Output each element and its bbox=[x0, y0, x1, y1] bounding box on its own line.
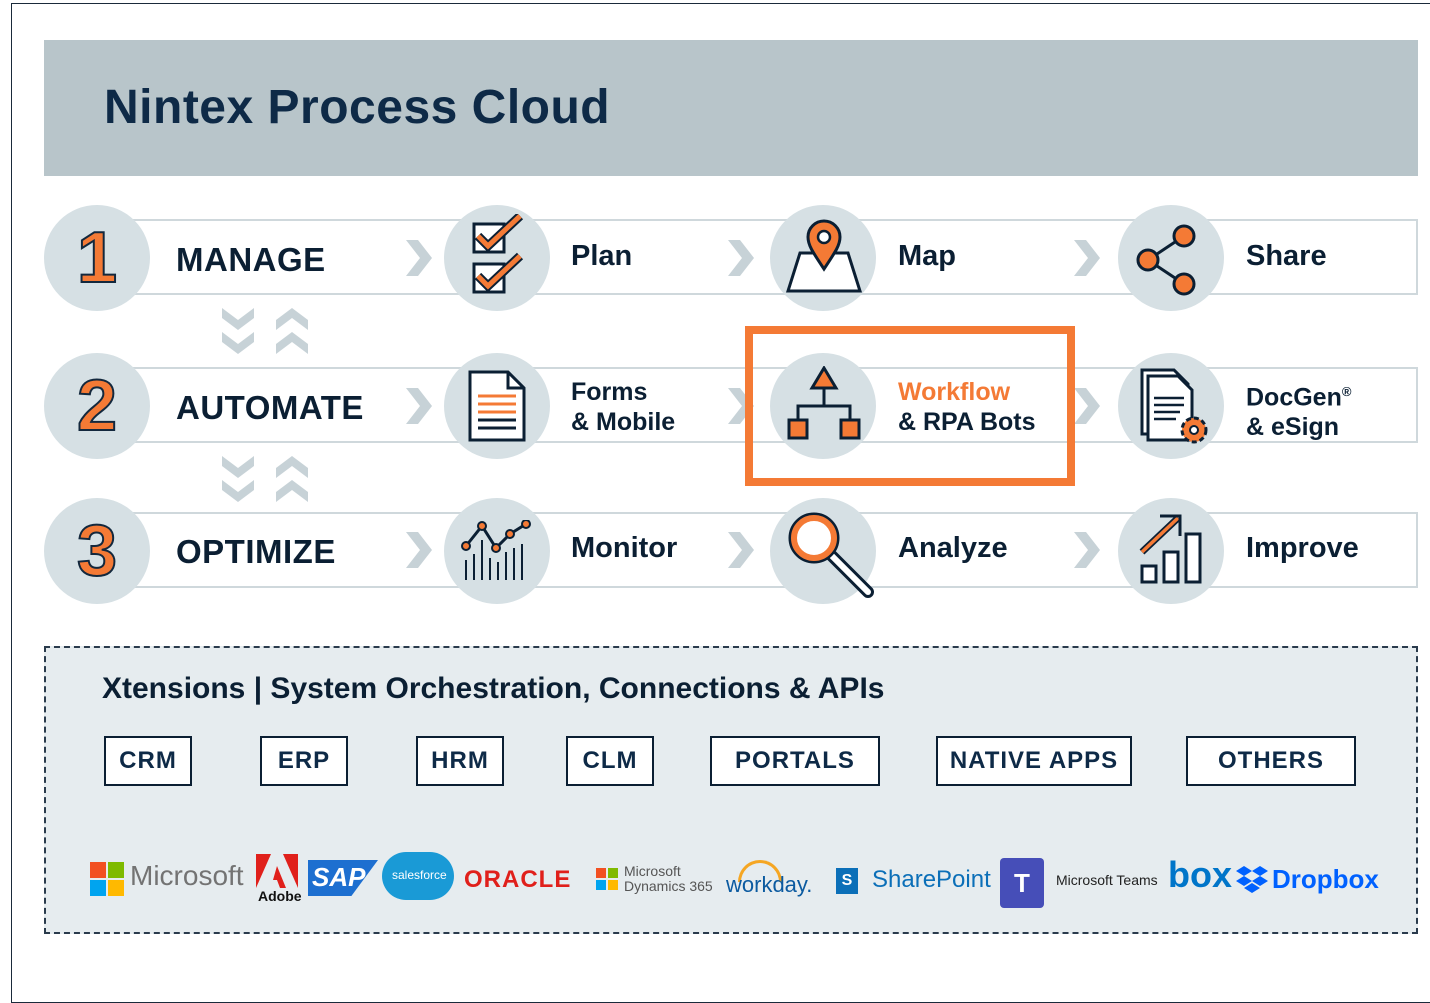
monitor-chart-icon bbox=[461, 520, 531, 580]
header-banner: Nintex Process Cloud bbox=[44, 40, 1418, 176]
step-label-map: Map bbox=[898, 240, 956, 272]
forms-line-2: & Mobile bbox=[571, 408, 676, 436]
phase-number-3: 3 bbox=[76, 510, 118, 592]
docgen-text: DocGen bbox=[1246, 383, 1342, 412]
share-icon bbox=[1136, 224, 1196, 296]
down-up-chevrons-1 bbox=[222, 308, 308, 354]
dropbox-logo-text: Dropbox bbox=[1272, 864, 1379, 894]
tag-portals: PORTALS bbox=[710, 736, 880, 786]
salesforce-cloud bbox=[382, 852, 454, 900]
tag-clm: CLM bbox=[566, 736, 654, 786]
down-up-chevrons-2 bbox=[222, 456, 308, 502]
chevron-right-icon bbox=[1074, 240, 1100, 276]
phase-label-automate: AUTOMATE bbox=[176, 389, 364, 426]
step-label-docgen: DocGen® & eSign bbox=[1246, 377, 1351, 442]
salesforce-logo-text: salesforce bbox=[392, 868, 447, 882]
chevron-right-icon bbox=[406, 388, 432, 424]
chevron-right-icon bbox=[406, 532, 432, 568]
workflow-highlight-box bbox=[745, 326, 1075, 486]
docgen-line-1: DocGen® bbox=[1246, 377, 1351, 412]
phase-circle-1 bbox=[44, 205, 150, 311]
step-label-workflow: Workflow & RPA Bots bbox=[898, 377, 1036, 437]
phase-number-2: 2 bbox=[76, 365, 118, 447]
xtensions-title: Xtensions | System Orchestration, Connec… bbox=[102, 672, 885, 705]
sharepoint-logo-text: SharePoint bbox=[872, 866, 991, 893]
oracle-logo-text: ORACLE bbox=[464, 866, 572, 893]
workflow-icon bbox=[787, 366, 861, 440]
map-pin-icon bbox=[786, 219, 862, 293]
dynamics-logo-icon bbox=[596, 868, 618, 890]
document-gear-icon bbox=[1140, 368, 1208, 444]
workday-logo-text: workday. bbox=[726, 872, 813, 897]
chevron-right-icon bbox=[1074, 388, 1100, 424]
document-form-icon bbox=[468, 370, 526, 442]
microsoft-logo-text: Microsoft bbox=[130, 860, 244, 891]
teams-logo-text: Microsoft Teams bbox=[1056, 872, 1158, 888]
microsoft-logo-icon bbox=[90, 862, 124, 896]
dynamics-line-2: Dynamics 365 bbox=[624, 878, 713, 894]
magnifier-icon bbox=[788, 512, 874, 598]
box-logo-text: box bbox=[1168, 854, 1233, 895]
growth-bars-icon bbox=[1139, 514, 1202, 584]
page-title: Nintex Process Cloud bbox=[104, 81, 611, 134]
step-label-share: Share bbox=[1246, 240, 1327, 272]
tag-others: OTHERS bbox=[1186, 736, 1356, 786]
chevron-right-icon bbox=[728, 240, 754, 276]
docgen-line-2: & eSign bbox=[1246, 413, 1340, 442]
phase-label-manage: MANAGE bbox=[176, 241, 326, 278]
step-label-improve: Improve bbox=[1246, 532, 1359, 564]
phase-circle-2 bbox=[44, 353, 150, 459]
phase-label-optimize: OPTIMIZE bbox=[176, 533, 336, 570]
tag-native-apps: NATIVE APPS bbox=[936, 736, 1132, 786]
workflow-line-2: & RPA Bots bbox=[898, 408, 1036, 436]
checklist-icon bbox=[472, 214, 524, 294]
adobe-logo-text: Adobe bbox=[258, 888, 302, 904]
phase-number-1: 1 bbox=[76, 217, 118, 299]
sharepoint-logo-badge: S bbox=[836, 868, 858, 894]
step-label-plan: Plan bbox=[571, 240, 633, 272]
step-label-forms: Forms & Mobile bbox=[571, 377, 675, 437]
tag-erp: ERP bbox=[260, 736, 348, 786]
adobe-logo-icon bbox=[256, 854, 298, 888]
step-circle-share bbox=[1118, 205, 1224, 311]
chevron-right-icon bbox=[728, 532, 754, 568]
dropbox-logo-icon bbox=[1236, 866, 1268, 893]
xtensions-panel: Xtensions | System Orchestration, Connec… bbox=[44, 646, 1418, 934]
dynamics-line-1: Microsoft bbox=[624, 863, 681, 879]
registered-mark: ® bbox=[1341, 384, 1352, 399]
phase-circle-3 bbox=[44, 498, 150, 604]
step-label-analyze: Analyze bbox=[898, 532, 1008, 564]
tag-hrm: HRM bbox=[416, 736, 504, 786]
workflow-line-1: Workflow bbox=[898, 378, 1011, 406]
step-label-monitor: Monitor bbox=[571, 532, 678, 564]
forms-line-1: Forms bbox=[571, 378, 648, 406]
dynamics-logo-text: Microsoft Dynamics 365 bbox=[624, 864, 713, 894]
teams-logo-badge: T bbox=[1000, 858, 1044, 908]
chevron-right-icon bbox=[1074, 532, 1100, 568]
chevron-right-icon bbox=[406, 240, 432, 276]
sap-logo-text: SAP bbox=[312, 862, 366, 892]
tag-crm: CRM bbox=[104, 736, 192, 786]
